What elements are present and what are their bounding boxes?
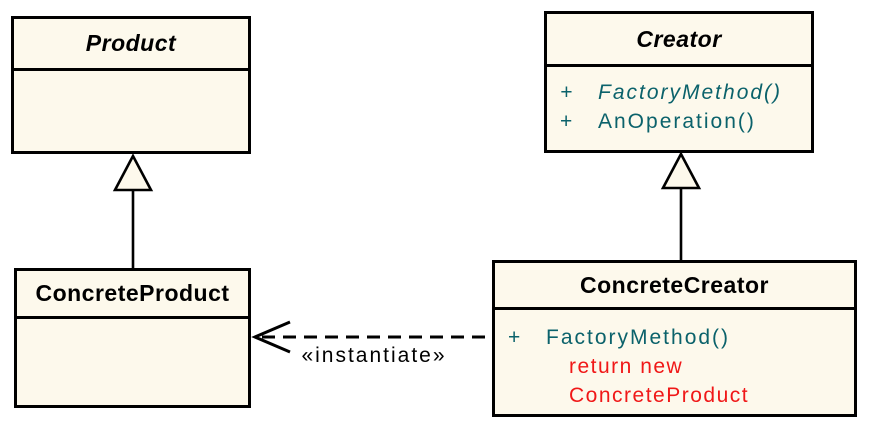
instantiate-arrow bbox=[251, 320, 493, 354]
method-label: FactoryMethod() bbox=[598, 80, 783, 104]
generalization-arrow-product bbox=[112, 153, 154, 268]
class-title-concrete-product: ConcreteProduct bbox=[17, 271, 248, 319]
open-arrowhead-icon bbox=[251, 320, 291, 354]
class-box-concrete-product: ConcreteProduct bbox=[14, 268, 251, 408]
code-note-line-1: return new bbox=[569, 355, 684, 378]
generalization-arrow-creator bbox=[660, 151, 702, 260]
generalization-triangle-icon bbox=[112, 153, 154, 192]
class-title-product: Product bbox=[14, 19, 248, 71]
method-label: AnOperation() bbox=[598, 109, 756, 133]
generalization-triangle-icon bbox=[660, 151, 702, 190]
creator-method-factorymethod: + FactoryMethod() bbox=[547, 78, 811, 107]
class-body-concrete-creator: + FactoryMethod() return new ConcretePro… bbox=[495, 310, 854, 410]
concrete-creator-method-factorymethod: + FactoryMethod() bbox=[495, 323, 854, 352]
class-box-creator: Creator + FactoryMethod() + AnOperation(… bbox=[544, 11, 814, 153]
class-body-creator: + FactoryMethod() + AnOperation() bbox=[547, 67, 811, 136]
visibility-plus: + bbox=[508, 325, 521, 349]
class-title-creator: Creator bbox=[547, 14, 811, 67]
visibility-plus: + bbox=[560, 109, 573, 133]
class-title-concrete-creator: ConcreteCreator bbox=[495, 263, 854, 310]
method-label: FactoryMethod() bbox=[546, 325, 731, 349]
code-note-line-2: ConcreteProduct bbox=[569, 384, 750, 407]
creator-method-anoperation: + AnOperation() bbox=[547, 107, 811, 136]
visibility-plus: + bbox=[560, 80, 573, 104]
instantiate-edge-label: «instantiate» bbox=[301, 344, 447, 367]
class-box-concrete-creator: ConcreteCreator + FactoryMethod() return… bbox=[492, 260, 857, 417]
class-box-product: Product bbox=[11, 16, 251, 154]
